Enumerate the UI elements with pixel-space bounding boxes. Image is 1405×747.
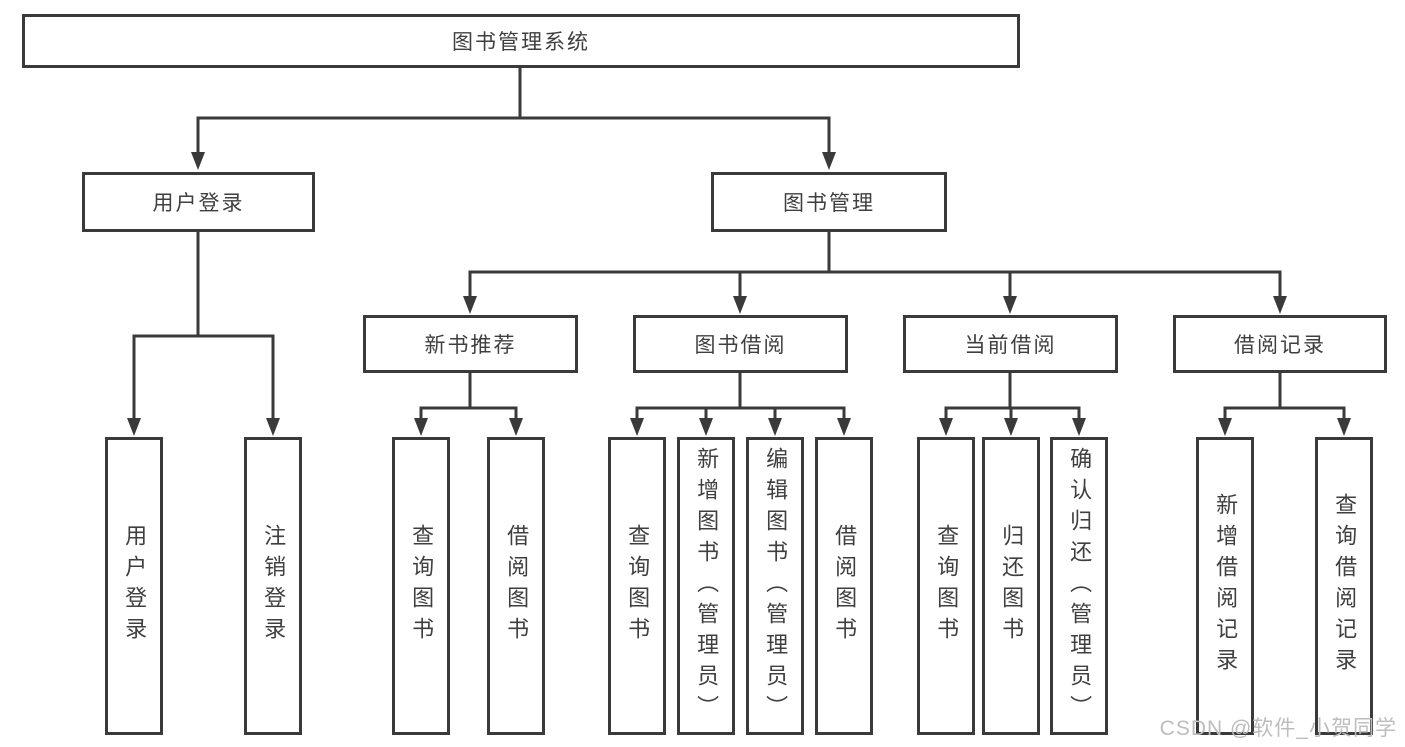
leaf-logout: 注销登录 [244, 437, 302, 735]
leaf-query-book-borrow: 查询图书 [608, 437, 666, 735]
leaf-edit-book-admin: 编辑图书（管理员） [746, 437, 804, 735]
leaf-return-book: 归还图书 [982, 437, 1040, 735]
watermark: CSDN @软件_小贺同学 [1159, 717, 1397, 740]
leaf-borrow-book-recommend-label: 借阅图书 [504, 524, 530, 648]
leaf-return-book-label: 归还图书 [999, 524, 1025, 648]
leaf-user-login-label: 用户登录 [122, 524, 148, 648]
leaf-query-book-current-label: 查询图书 [934, 524, 960, 648]
leaf-query-book-current: 查询图书 [917, 437, 975, 735]
node-root-label: 图书管理系统 [452, 31, 590, 54]
leaf-confirm-return-admin-label: 确认归还（管理员） [1067, 446, 1093, 726]
leaf-add-book-admin: 新增图书（管理员） [677, 437, 735, 735]
leaf-add-borrow-record-label: 新增借阅记录 [1213, 493, 1239, 679]
node-current-borrow-label: 当前借阅 [964, 334, 1057, 357]
node-user-login-label: 用户登录 [152, 192, 245, 215]
node-new-book-recommend-label: 新书推荐 [424, 334, 517, 357]
leaf-borrow-book-recommend: 借阅图书 [487, 437, 545, 735]
leaf-query-borrow-record: 查询借阅记录 [1315, 437, 1373, 735]
leaf-edit-book-admin-label: 编辑图书（管理员） [763, 446, 789, 726]
node-borrow-records-label: 借阅记录 [1234, 334, 1326, 357]
leaf-borrow-book: 借阅图书 [815, 437, 873, 735]
leaf-query-book-recommend-label: 查询图书 [409, 524, 435, 648]
node-book-management: 图书管理 [711, 172, 947, 232]
node-borrow-records: 借阅记录 [1173, 315, 1387, 373]
node-new-book-recommend: 新书推荐 [363, 315, 578, 373]
node-root: 图书管理系统 [22, 14, 1020, 68]
leaf-query-book-recommend: 查询图书 [392, 437, 450, 735]
leaf-query-book-borrow-label: 查询图书 [625, 524, 651, 648]
leaf-borrow-book-label: 借阅图书 [832, 524, 858, 648]
leaf-add-borrow-record: 新增借阅记录 [1196, 437, 1254, 735]
leaf-user-login: 用户登录 [105, 437, 163, 735]
node-user-login: 用户登录 [82, 172, 315, 232]
leaf-add-book-admin-label: 新增图书（管理员） [694, 446, 720, 726]
leaf-logout-label: 注销登录 [261, 524, 287, 648]
leaf-confirm-return-admin: 确认归还（管理员） [1050, 437, 1108, 735]
node-book-borrow: 图书借阅 [633, 315, 848, 373]
node-book-borrow-label: 图书借阅 [694, 334, 787, 357]
node-current-borrow: 当前借阅 [903, 315, 1118, 373]
node-book-management-label: 图书管理 [783, 192, 875, 215]
leaf-query-borrow-record-label: 查询借阅记录 [1332, 493, 1358, 679]
